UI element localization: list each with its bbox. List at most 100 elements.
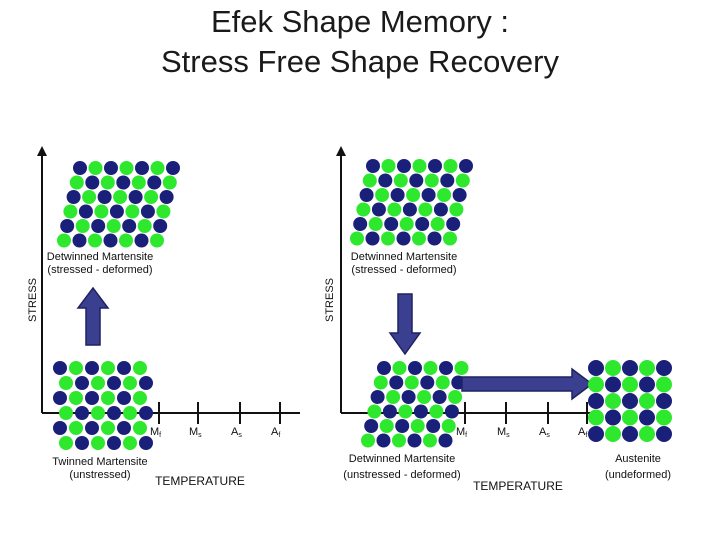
left-x-axis-label: TEMPERATURE bbox=[155, 474, 245, 488]
tick-label-main: A bbox=[231, 426, 239, 438]
atom-light bbox=[656, 376, 672, 393]
atom-light bbox=[150, 161, 165, 175]
tick-label-main: A bbox=[271, 426, 279, 438]
atom-light bbox=[399, 217, 414, 231]
atom-light bbox=[133, 421, 147, 435]
atom-dark bbox=[75, 436, 89, 450]
atom-light bbox=[441, 419, 456, 433]
atom-dark bbox=[66, 190, 81, 204]
atom-light bbox=[429, 404, 444, 419]
atom-dark bbox=[85, 175, 100, 190]
title-line-1: Efek Shape Memory : bbox=[210, 4, 510, 39]
atom-light bbox=[639, 393, 655, 409]
atom-light bbox=[437, 188, 452, 202]
atom-light bbox=[144, 190, 159, 204]
atom-dark bbox=[389, 375, 404, 390]
atom-light bbox=[373, 375, 388, 390]
atom-dark bbox=[426, 419, 441, 433]
atom-light bbox=[123, 406, 137, 420]
atom-dark bbox=[53, 421, 67, 435]
atom-dark bbox=[85, 361, 99, 375]
temperature-tick-label: Af bbox=[271, 426, 280, 439]
atom-dark bbox=[365, 231, 380, 246]
tick-label-main: A bbox=[539, 426, 547, 438]
right-down-arrow bbox=[388, 293, 422, 356]
tick-label-main: M bbox=[150, 426, 159, 438]
atom-dark bbox=[427, 231, 442, 246]
atom-dark bbox=[139, 376, 153, 390]
left-top-structure-sublabel: (stressed - deformed) bbox=[47, 264, 152, 276]
atom-dark bbox=[428, 159, 442, 173]
atom-dark bbox=[359, 188, 374, 202]
atom-dark bbox=[147, 175, 162, 190]
atom-dark bbox=[446, 217, 461, 231]
atom-light bbox=[622, 376, 638, 393]
atom-light bbox=[59, 436, 73, 450]
atom-light bbox=[398, 404, 413, 419]
right-x-axis-label: TEMPERATURE bbox=[473, 479, 563, 493]
temperature-tick-label: Ms bbox=[189, 426, 202, 439]
atom-dark bbox=[75, 376, 89, 390]
atom-dark bbox=[639, 409, 655, 426]
atom-light bbox=[448, 390, 463, 404]
atom-light bbox=[375, 188, 390, 202]
atom-dark bbox=[588, 393, 604, 409]
atom-light bbox=[656, 409, 672, 426]
atom-dark bbox=[395, 419, 410, 433]
atom-dark bbox=[588, 426, 604, 442]
atom-light bbox=[443, 159, 458, 173]
atom-light bbox=[361, 433, 375, 448]
atom-dark bbox=[116, 175, 131, 190]
atom-light bbox=[362, 173, 377, 188]
atom-light bbox=[449, 202, 464, 217]
atom-dark bbox=[72, 233, 87, 248]
atom-dark bbox=[415, 217, 430, 231]
tick-label-subscript: s bbox=[506, 432, 510, 439]
atom-light bbox=[588, 409, 604, 426]
atom-dark bbox=[139, 436, 153, 450]
atom-light bbox=[69, 421, 83, 435]
atom-dark bbox=[440, 173, 455, 188]
atom-dark bbox=[432, 390, 447, 404]
tick-label-main: M bbox=[456, 426, 465, 438]
atom-dark bbox=[396, 231, 411, 246]
atom-light bbox=[69, 391, 83, 405]
atom-light bbox=[379, 419, 394, 433]
atom-light bbox=[91, 406, 105, 420]
atom-light bbox=[622, 409, 638, 426]
atom-dark bbox=[639, 376, 655, 393]
right-bottom-structure-sublabel: (unstressed - deformed) bbox=[343, 469, 460, 481]
atom-light bbox=[133, 361, 147, 375]
atom-light bbox=[156, 204, 171, 219]
atom-light bbox=[94, 204, 109, 219]
atom-dark bbox=[128, 190, 143, 204]
right-y-axis-arrowhead bbox=[336, 146, 346, 156]
atom-light bbox=[162, 175, 177, 190]
atom-dark bbox=[452, 188, 467, 202]
atom-dark bbox=[382, 404, 397, 419]
right-top-structure-label: Detwinned Martensite bbox=[351, 251, 457, 263]
atom-dark bbox=[413, 404, 428, 419]
atom-dark bbox=[371, 202, 386, 217]
atom-light bbox=[119, 233, 133, 248]
atom-dark bbox=[97, 190, 112, 204]
right-panel: STRESS Detwinned Martensite (stressed - … bbox=[324, 146, 672, 493]
left-bottom-structure-sublabel: (unstressed) bbox=[69, 469, 130, 481]
atom-dark bbox=[656, 426, 672, 442]
atom-dark bbox=[622, 360, 638, 376]
atom-dark bbox=[401, 390, 416, 404]
atom-dark bbox=[409, 173, 424, 188]
temperature-tick-label: As bbox=[539, 426, 550, 439]
atom-dark bbox=[444, 404, 459, 419]
atom-light bbox=[101, 361, 115, 375]
atom-light bbox=[423, 433, 437, 448]
atom-dark bbox=[408, 361, 422, 375]
atom-dark bbox=[60, 219, 75, 233]
atom-dark bbox=[73, 161, 87, 175]
austenite-lattice bbox=[588, 360, 672, 442]
atom-dark bbox=[407, 433, 422, 448]
tick-label-subscript: s bbox=[546, 432, 550, 439]
atom-light bbox=[123, 376, 137, 390]
atom-dark bbox=[134, 233, 149, 248]
atom-light bbox=[133, 391, 147, 405]
